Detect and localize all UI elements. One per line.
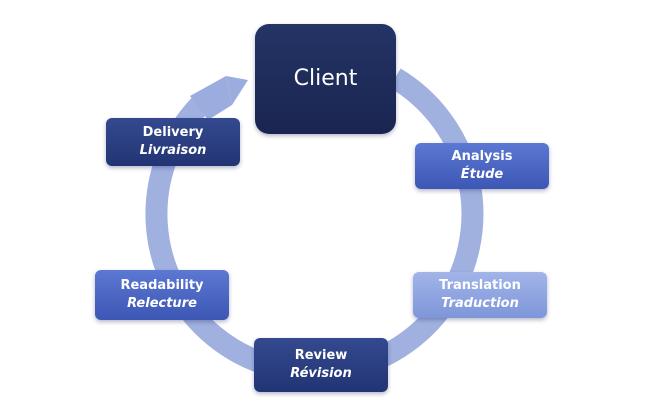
client-label: Client xyxy=(293,66,358,91)
cycle-arrowhead-icon xyxy=(226,76,248,105)
step-label-fr: Traduction xyxy=(441,296,519,311)
step-label-fr: Relecture xyxy=(127,296,197,311)
step-delivery: Delivery Livraison xyxy=(106,118,240,166)
step-review: Review Révision xyxy=(254,338,388,392)
step-label-fr: Livraison xyxy=(139,143,207,158)
step-translation: Translation Traduction xyxy=(413,272,547,318)
step-label-en: Analysis xyxy=(451,149,513,164)
step-label-en: Delivery xyxy=(142,125,204,140)
step-label-fr: Révision xyxy=(290,366,352,381)
step-label-en: Review xyxy=(294,348,348,363)
step-label-en: Translation xyxy=(439,278,521,293)
step-label-fr: Étude xyxy=(460,167,504,182)
step-analysis: Analysis Étude xyxy=(415,143,549,189)
step-readability: Readability Relecture xyxy=(95,270,229,320)
client-node: Client xyxy=(255,24,396,134)
step-label-en: Readability xyxy=(120,278,204,293)
